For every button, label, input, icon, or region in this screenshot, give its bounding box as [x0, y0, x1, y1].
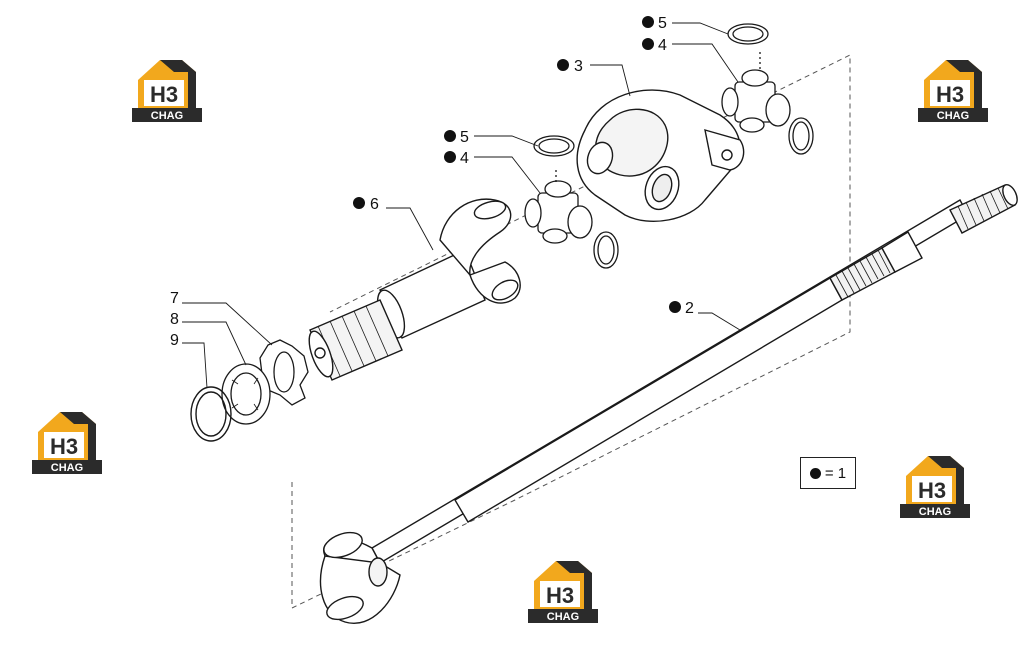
svg-text:9: 9 [170, 332, 179, 349]
callout-4-lower: 4 [444, 150, 469, 167]
svg-text:5: 5 [460, 129, 469, 146]
callout-4-upper: 4 [642, 37, 667, 54]
svg-text:4: 4 [460, 150, 469, 167]
part-9-snap-ring [190, 386, 232, 442]
callout-2: 2 [669, 300, 694, 317]
callout-5-upper: 5 [642, 15, 667, 32]
watermark-logo: H3 CHAG [528, 561, 598, 623]
watermark-letters-bottom: CHAG [151, 110, 183, 122]
part-4-cross-lower [524, 170, 593, 244]
callout-6: 6 [353, 196, 379, 213]
svg-text:8: 8 [170, 311, 179, 328]
watermark-letters-bottom: CHAG [937, 110, 969, 122]
part-2-shaft [319, 184, 1018, 624]
callout-5-lower: 5 [444, 129, 469, 146]
svg-text:3: 3 [574, 58, 583, 75]
legend-text: = 1 [824, 464, 847, 482]
watermark-logo: H3 CHAG [900, 456, 970, 518]
svg-text:7: 7 [170, 290, 179, 307]
callout-3: 3 [557, 58, 583, 75]
part-5-ring-upper [727, 23, 814, 155]
watermark-letters-top: H3 [150, 82, 178, 107]
callout-7: 7 [170, 290, 179, 307]
legend-dot-icon [809, 467, 821, 479]
part-8-nut [221, 363, 271, 425]
watermark-letters-bottom: CHAG [919, 506, 951, 518]
leader-lines [182, 22, 741, 389]
watermark-letters-bottom: CHAG [547, 611, 579, 623]
watermark-logo: H3 CHAG [132, 60, 202, 122]
assembly-boundary [291, 54, 851, 609]
callout-8: 8 [170, 311, 179, 328]
part-5-ring-lower [533, 135, 619, 269]
svg-text:4: 4 [658, 37, 667, 54]
watermark-logo: H3 CHAG [918, 60, 988, 122]
callout-9: 9 [170, 332, 179, 349]
watermark-letters-top: H3 [918, 478, 946, 503]
legend-box: = 1 [800, 457, 856, 489]
watermark-letters-top: H3 [50, 434, 78, 459]
svg-text:5: 5 [658, 15, 667, 32]
svg-text:2: 2 [685, 300, 694, 317]
svg-text:6: 6 [370, 196, 379, 213]
part-4-cross-upper [721, 52, 791, 133]
watermark-letters-bottom: CHAG [51, 462, 83, 474]
watermark-letters-top: H3 [546, 583, 574, 608]
part-6-stub-yoke [308, 198, 521, 381]
part-3-center-housing [576, 89, 745, 222]
watermark-letters-top: H3 [936, 82, 964, 107]
watermark-logo: H3 CHAG [32, 412, 102, 474]
